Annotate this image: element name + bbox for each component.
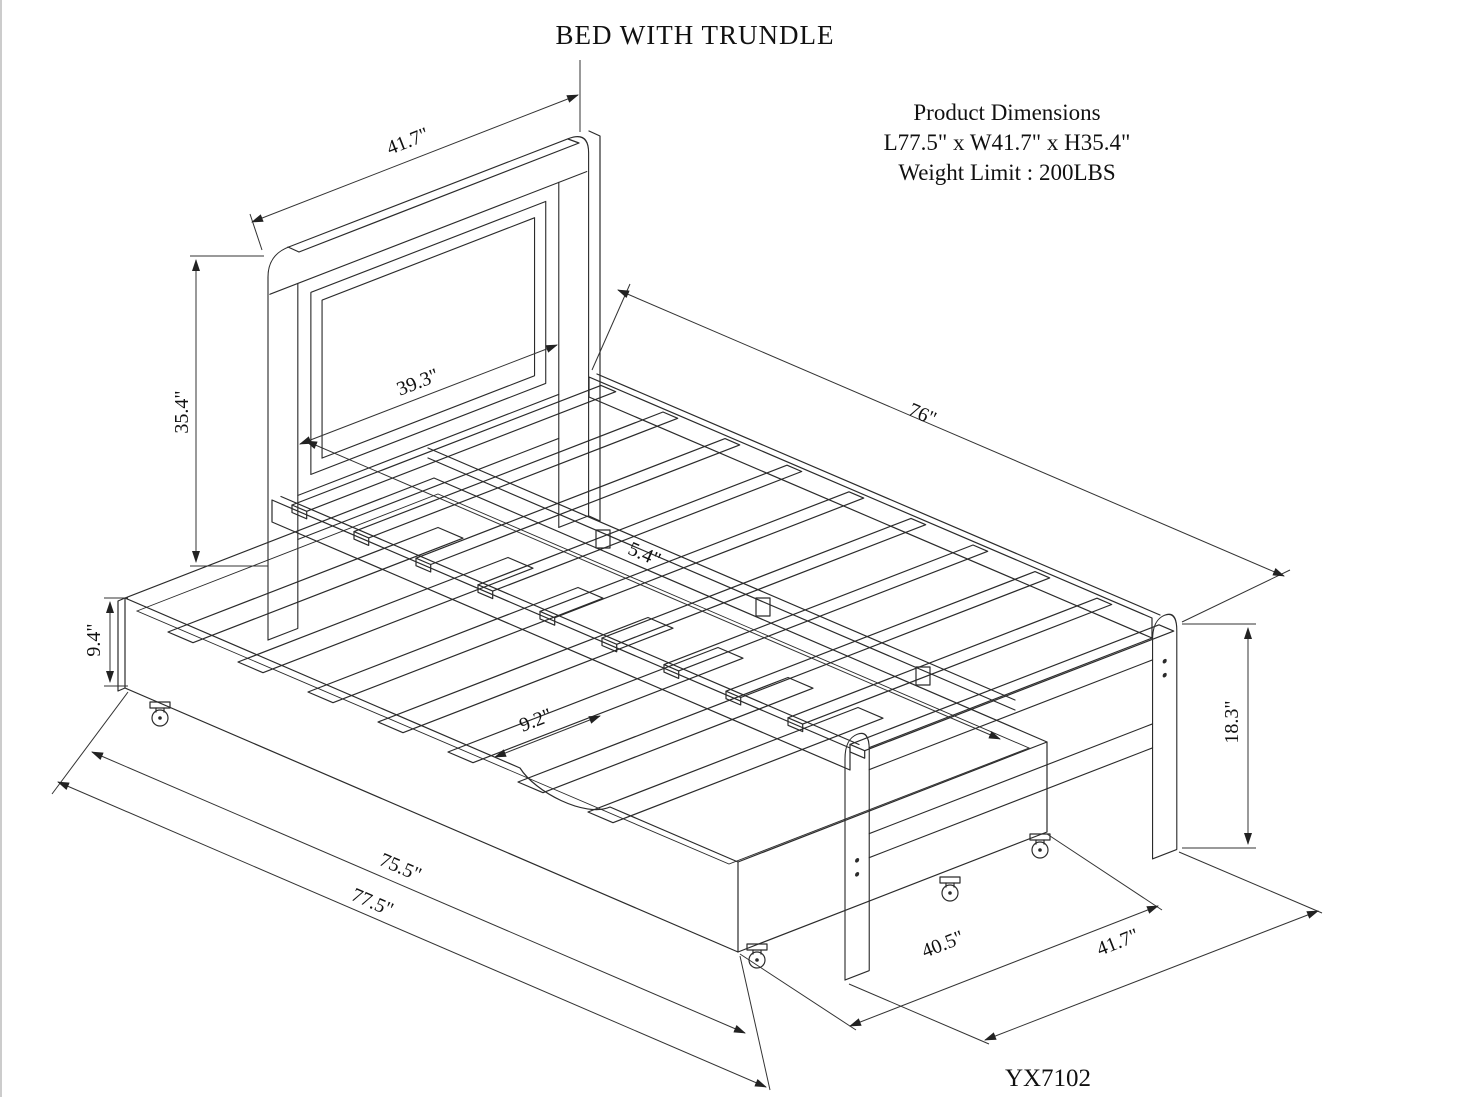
left-border	[0, 0, 2, 1097]
dim-label-headboard-inner-width: 39.3"	[394, 364, 442, 400]
dim-trundle-length: 75.5"	[91, 751, 746, 1034]
product-info-size: L77.5" x W41.7" x H35.4"	[884, 130, 1131, 155]
footboard	[844, 613, 1178, 981]
dim-frame-inner-length: 5.4"	[305, 440, 1001, 740]
dim-label-bed-width: 41.7"	[1094, 924, 1142, 960]
dim-overall-length: 77.5"	[51, 691, 771, 1091]
dim-headboard-height: 35.4"	[171, 255, 268, 567]
trundle-boards	[167, 526, 884, 824]
dim-trundle-width: 40.5"	[739, 833, 1163, 1031]
dim-label-footboard-height: 18.3"	[1221, 700, 1243, 743]
dim-label-trundle-board-gap: 9.2"	[516, 704, 555, 737]
dim-label-trundle-width: 40.5"	[919, 926, 967, 962]
dim-footboard-height: 18.3"	[1182, 623, 1256, 849]
trundle	[117, 477, 1051, 969]
model-number: YX7102	[1005, 1065, 1091, 1092]
dim-trundle-front-height: 9.4"	[83, 597, 128, 687]
product-info-heading: Product Dimensions	[913, 100, 1100, 125]
dim-label-headboard-height: 35.4"	[171, 390, 193, 433]
dimension-lines: 41.7" 35.4" 39.3" 76" 5.4" 9.4" 9.2	[51, 60, 1323, 1091]
product-info-weight: Weight Limit : 200LBS	[898, 160, 1115, 185]
dim-headboard-width: 41.7"	[249, 60, 581, 251]
dim-trundle-board-gap: 9.2"	[494, 704, 601, 758]
product-info-block: Product Dimensions L77.5" x W41.7" x H35…	[884, 100, 1131, 185]
page-title: BED WITH TRUNDLE	[556, 20, 835, 50]
caster-wheel-icon	[939, 876, 961, 902]
bed-slats	[291, 384, 1175, 759]
dim-bed-length: 76"	[591, 283, 1291, 623]
dim-label-trundle-front-height: 9.4"	[83, 623, 105, 656]
dim-label-headboard-width: 41.7"	[384, 123, 432, 159]
dim-label-overall-length: 77.5"	[348, 884, 396, 921]
dim-label-trundle-length: 75.5"	[376, 849, 424, 886]
